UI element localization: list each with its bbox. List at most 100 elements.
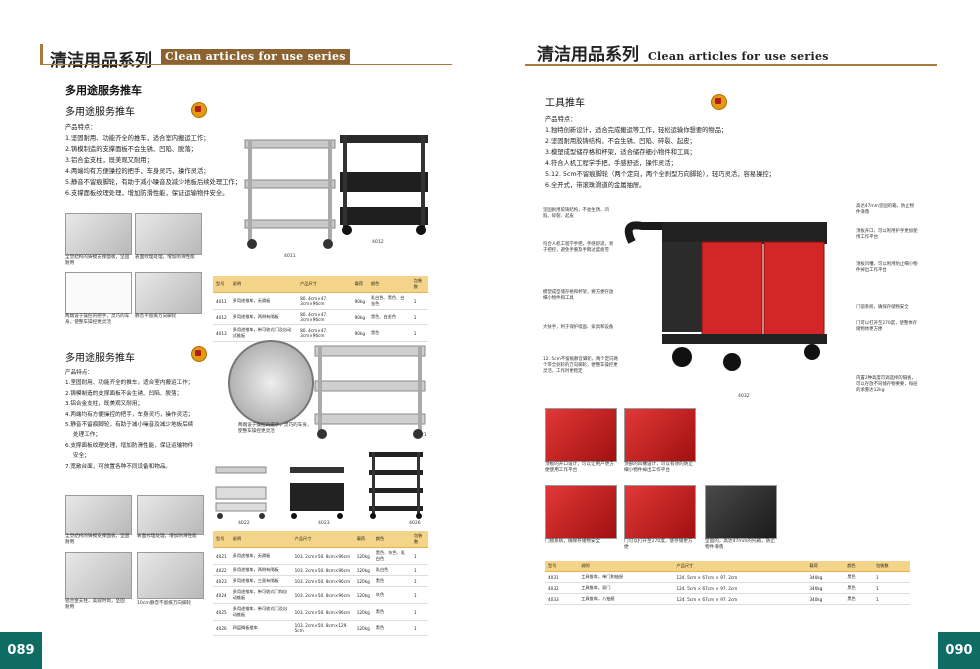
cart-4026-image bbox=[369, 452, 423, 519]
brand-logo-icon bbox=[711, 94, 727, 110]
thumb-top-groove bbox=[624, 408, 696, 462]
col-header: 包装数 bbox=[872, 561, 910, 572]
col-header: 颜色 bbox=[844, 561, 873, 572]
thumb-panel bbox=[65, 213, 132, 255]
image-label-4012: 4012 bbox=[372, 240, 384, 245]
thumb-top-opening bbox=[545, 408, 617, 462]
callout-left: 符合人机工程学手把，手感舒适，易于把控，避免手腕及手臂过度疲劳 bbox=[543, 242, 614, 253]
feature-item: 3.铝合金支柱，既美观又耐用； bbox=[65, 157, 153, 164]
feature-item: 1.坚固耐用、功能齐全的推车，适合室内搬运工作； bbox=[65, 380, 194, 387]
callout-right: 顶板凹槽，可以利用防止细小物件掉出工作平台 bbox=[856, 262, 918, 273]
cart-4022-image bbox=[215, 466, 267, 519]
feature-item: 5.12. 5cm不留痕脚轮（两个定向，两个全刹型万向脚轮），轻巧灵活，容易操控… bbox=[545, 171, 775, 178]
product-features: 产品特点： 1.独特创新设计，适合完成搬运等工作，轻松运输你想要的物品； 2.坚… bbox=[545, 114, 825, 191]
header-rule bbox=[40, 64, 452, 65]
callout-left: 大扶手，利于保护墙面、家具和设备 bbox=[543, 325, 614, 330]
feature-item: 5.静音不留痕脚轮，有助于减小噪音及减少地板后续处理工作； bbox=[65, 179, 242, 186]
callout-right: 顶板开口，可以利用护手更加使用工作平台 bbox=[856, 229, 918, 240]
feature-item: 4.两端均有方便操控的把手，车身灵巧，操作灵活； bbox=[65, 168, 210, 175]
series-title-en: Clean articles for use series bbox=[648, 50, 829, 63]
col-header: 颜色 bbox=[372, 531, 411, 548]
col-header: 型号 bbox=[213, 531, 230, 548]
page-number-right: 090 bbox=[938, 632, 980, 669]
brand-logo-icon bbox=[191, 346, 207, 362]
feature-item: 2.坚固耐用胶铸结构，不会生锈、凹陷、碎裂、起皮； bbox=[545, 138, 696, 145]
thumb-door-open bbox=[624, 485, 696, 539]
thumb-caption: 坚固的，高达47mm的托箱，防止物件滑落 bbox=[705, 539, 775, 551]
thumb-caption: 全塑结构的铸模支撑面板，坚固耐用 bbox=[65, 534, 130, 546]
image-label-4032: 4032 bbox=[738, 394, 750, 399]
thumb-panel bbox=[65, 495, 132, 535]
features-label: 产品特点： bbox=[65, 370, 93, 376]
product-a-features: 产品特点： 1.坚固耐用、功能齐全的推车，适合室内搬运工作； 2.铸模制造的支撑… bbox=[65, 122, 250, 199]
brand-logo-icon bbox=[191, 102, 207, 118]
feature-item: 6.全开式，带滚珠滑道的金属抽屉。 bbox=[545, 182, 646, 189]
callout-right: 内置2种高度可调选择的隔板，可以存放不同储存物要要，每层的承重达12kg bbox=[856, 376, 918, 393]
thumb-caption: 顶部的凹槽设计，可以有效的防止细小物件掉出工作平台 bbox=[624, 462, 693, 474]
feature-item: 1.坚固耐用、功能齐全的推车，适合室内搬运工作； bbox=[65, 135, 210, 142]
callout-left: 12. 5cm不留痕静音脚轮，两个定向两个带全刹轮的万向脚轮，便整车操控更灵活，… bbox=[543, 357, 618, 374]
feature-item: 6.支撑面板纹理处理，增加防滑性能，保证运输物件 bbox=[65, 442, 194, 449]
cart-4023-image bbox=[290, 467, 344, 519]
thumb-caption: 两端设于操控的把手，灵巧的车身，使整车操控更灵活 bbox=[65, 314, 130, 326]
col-header: 包装数 bbox=[410, 531, 428, 548]
callout-right: 门锁系统，确保存储物安全 bbox=[856, 305, 909, 310]
thumb-caption: 门可以打开至270度，使存储更方便 bbox=[624, 539, 693, 551]
col-header: 产品尺寸 bbox=[291, 531, 354, 548]
image-label-4026: 4026 bbox=[409, 521, 421, 526]
thumb-texture bbox=[135, 213, 202, 255]
col-header: 型号 bbox=[213, 276, 230, 293]
circle-caption: 两端设于操控的把手，灵巧的车身，使整车操控更灵活 bbox=[238, 423, 312, 435]
thumb-caption: 门锁系统，确保存储物安全 bbox=[545, 539, 601, 544]
callout-left: 坚固耐用胶铸结构，不会生锈、凹陷、碎裂、起皮 bbox=[543, 208, 609, 219]
page-number-left: 089 bbox=[0, 632, 42, 669]
callout-right: 高达47mm坚固的箱，防止物件滑落 bbox=[856, 204, 915, 215]
thumb-caption: 静音不留痕万向脚轮 bbox=[135, 314, 177, 319]
feature-item: 安全； bbox=[73, 453, 90, 460]
col-header: 包装数 bbox=[410, 276, 428, 293]
feature-item: 4.符合人机工程学手把，手感舒适，操作灵活； bbox=[545, 160, 677, 167]
thumb-caster bbox=[137, 552, 204, 599]
thumb-texture bbox=[137, 495, 204, 535]
product-title: 工具推车 bbox=[545, 98, 585, 109]
callout-right: 门可以打开至270度，使整体存储物体更方便 bbox=[856, 321, 918, 332]
callout-left: 模塑成型储存格和杯架，要方便存放细小物件和工具 bbox=[543, 290, 614, 301]
header-rule bbox=[525, 64, 937, 66]
series-title-cn: 清洁用品系列 bbox=[537, 45, 639, 65]
feature-item: 4.两端均有方便操控的把手，车身灵巧，操作灵活； bbox=[65, 411, 194, 418]
thumb-caster bbox=[135, 272, 202, 314]
thumb-tray bbox=[705, 485, 777, 539]
features-label: 产品特点： bbox=[65, 124, 97, 131]
col-header: 产品尺寸 bbox=[673, 561, 807, 572]
series-title-en: Clean articles for use series bbox=[161, 49, 350, 64]
thumb-handle bbox=[65, 272, 132, 314]
series-title-cn: 清洁用品系列 bbox=[50, 51, 152, 71]
feature-item: 3.模塑成型储存格和杯架，适合储存细小物件和工具； bbox=[545, 149, 696, 156]
thumb-caption: 表面纹理处理，增加防滑性能 bbox=[137, 534, 197, 539]
image-label-4021: 4021 bbox=[415, 433, 427, 438]
thumb-door-lock bbox=[545, 485, 617, 539]
feature-item: 1.独特创新设计，适合完成搬运等工作，轻松运输你想要的物品； bbox=[545, 127, 728, 134]
col-header: 说明 bbox=[229, 276, 298, 293]
col-header: 说明 bbox=[578, 561, 674, 572]
col-header: 型号 bbox=[545, 561, 579, 572]
col-header: 产品尺寸 bbox=[297, 276, 352, 293]
col-header: 载荷 bbox=[806, 561, 845, 572]
product-b-features: 产品特点： 1.坚固耐用、功能齐全的推车，适合室内搬运工作； 2.铸模制造的支撑… bbox=[65, 368, 223, 472]
feature-item: 6.支撑面板纹理处理，增加防滑性能，保证运输物件安全。 bbox=[65, 190, 229, 197]
cart-4011-image bbox=[244, 139, 336, 249]
